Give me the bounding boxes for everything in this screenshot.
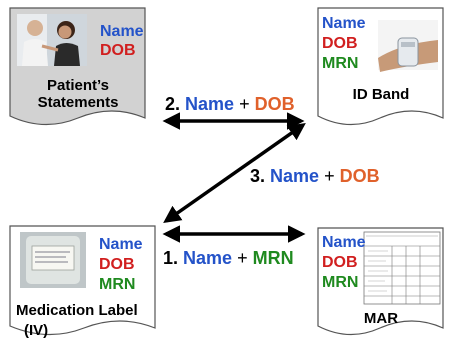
medlabel-field-dob: DOB [99,256,135,273]
medlabel-title-line2: (IV) [24,322,48,339]
mar-field-mrn: MRN [322,274,358,291]
patient-field-name: Name [100,23,144,40]
arrow-idband-to-medlabel [163,122,306,224]
medlabel-field-mrn: MRN [99,276,135,293]
mar-title: MAR [364,310,398,327]
connection-3-plus: + [324,166,335,186]
connection-1-field-b: MRN [253,248,294,268]
connection-3-label: 3. Name + DOB [250,166,380,186]
photo-wrist-band-icon [378,20,438,72]
connection-1-label: 1. Name + MRN [163,248,294,268]
connection-1-plus: + [237,248,248,268]
photo-iv-bag-icon [20,232,86,288]
connection-3-number: 3. [250,166,265,186]
connection-1-number: 1. [163,248,178,268]
connection-2-field-a: Name [185,94,234,114]
connection-1-field-a: Name [183,248,232,268]
patient-title-line2: Statements [38,94,119,111]
medlabel-title-line1: Medication Label [16,302,138,319]
connection-2-label: 2. Name + DOB [165,94,295,114]
idband-title: ID Band [353,86,410,103]
patient-title-line1: Patient’s [47,77,109,94]
idband-field-name: Name [322,15,366,32]
photo-doctor-patient-icon [17,14,87,66]
mar-form-thumbnail-icon [363,231,441,305]
idband-field-dob: DOB [322,35,358,52]
mar-document: Name DOB MRN MAR [317,227,444,336]
id-band-document: Name DOB MRN ID Band [317,7,444,126]
medlabel-field-name: Name [99,236,143,253]
connection-3-field-a: Name [270,166,319,186]
medication-label-document: Name DOB MRN Medication Label (IV) [9,225,156,339]
mar-field-name: Name [322,234,366,251]
patient-field-dob: DOB [100,42,136,59]
mar-field-dob: DOB [322,254,358,271]
connection-2-field-b: DOB [255,94,295,114]
patient-statements-document: Name DOB Patient’s Statements [9,7,146,126]
connection-2-number: 2. [165,94,180,114]
idband-field-mrn: MRN [322,55,358,72]
connection-3-field-b: DOB [340,166,380,186]
connection-2-plus: + [239,94,250,114]
